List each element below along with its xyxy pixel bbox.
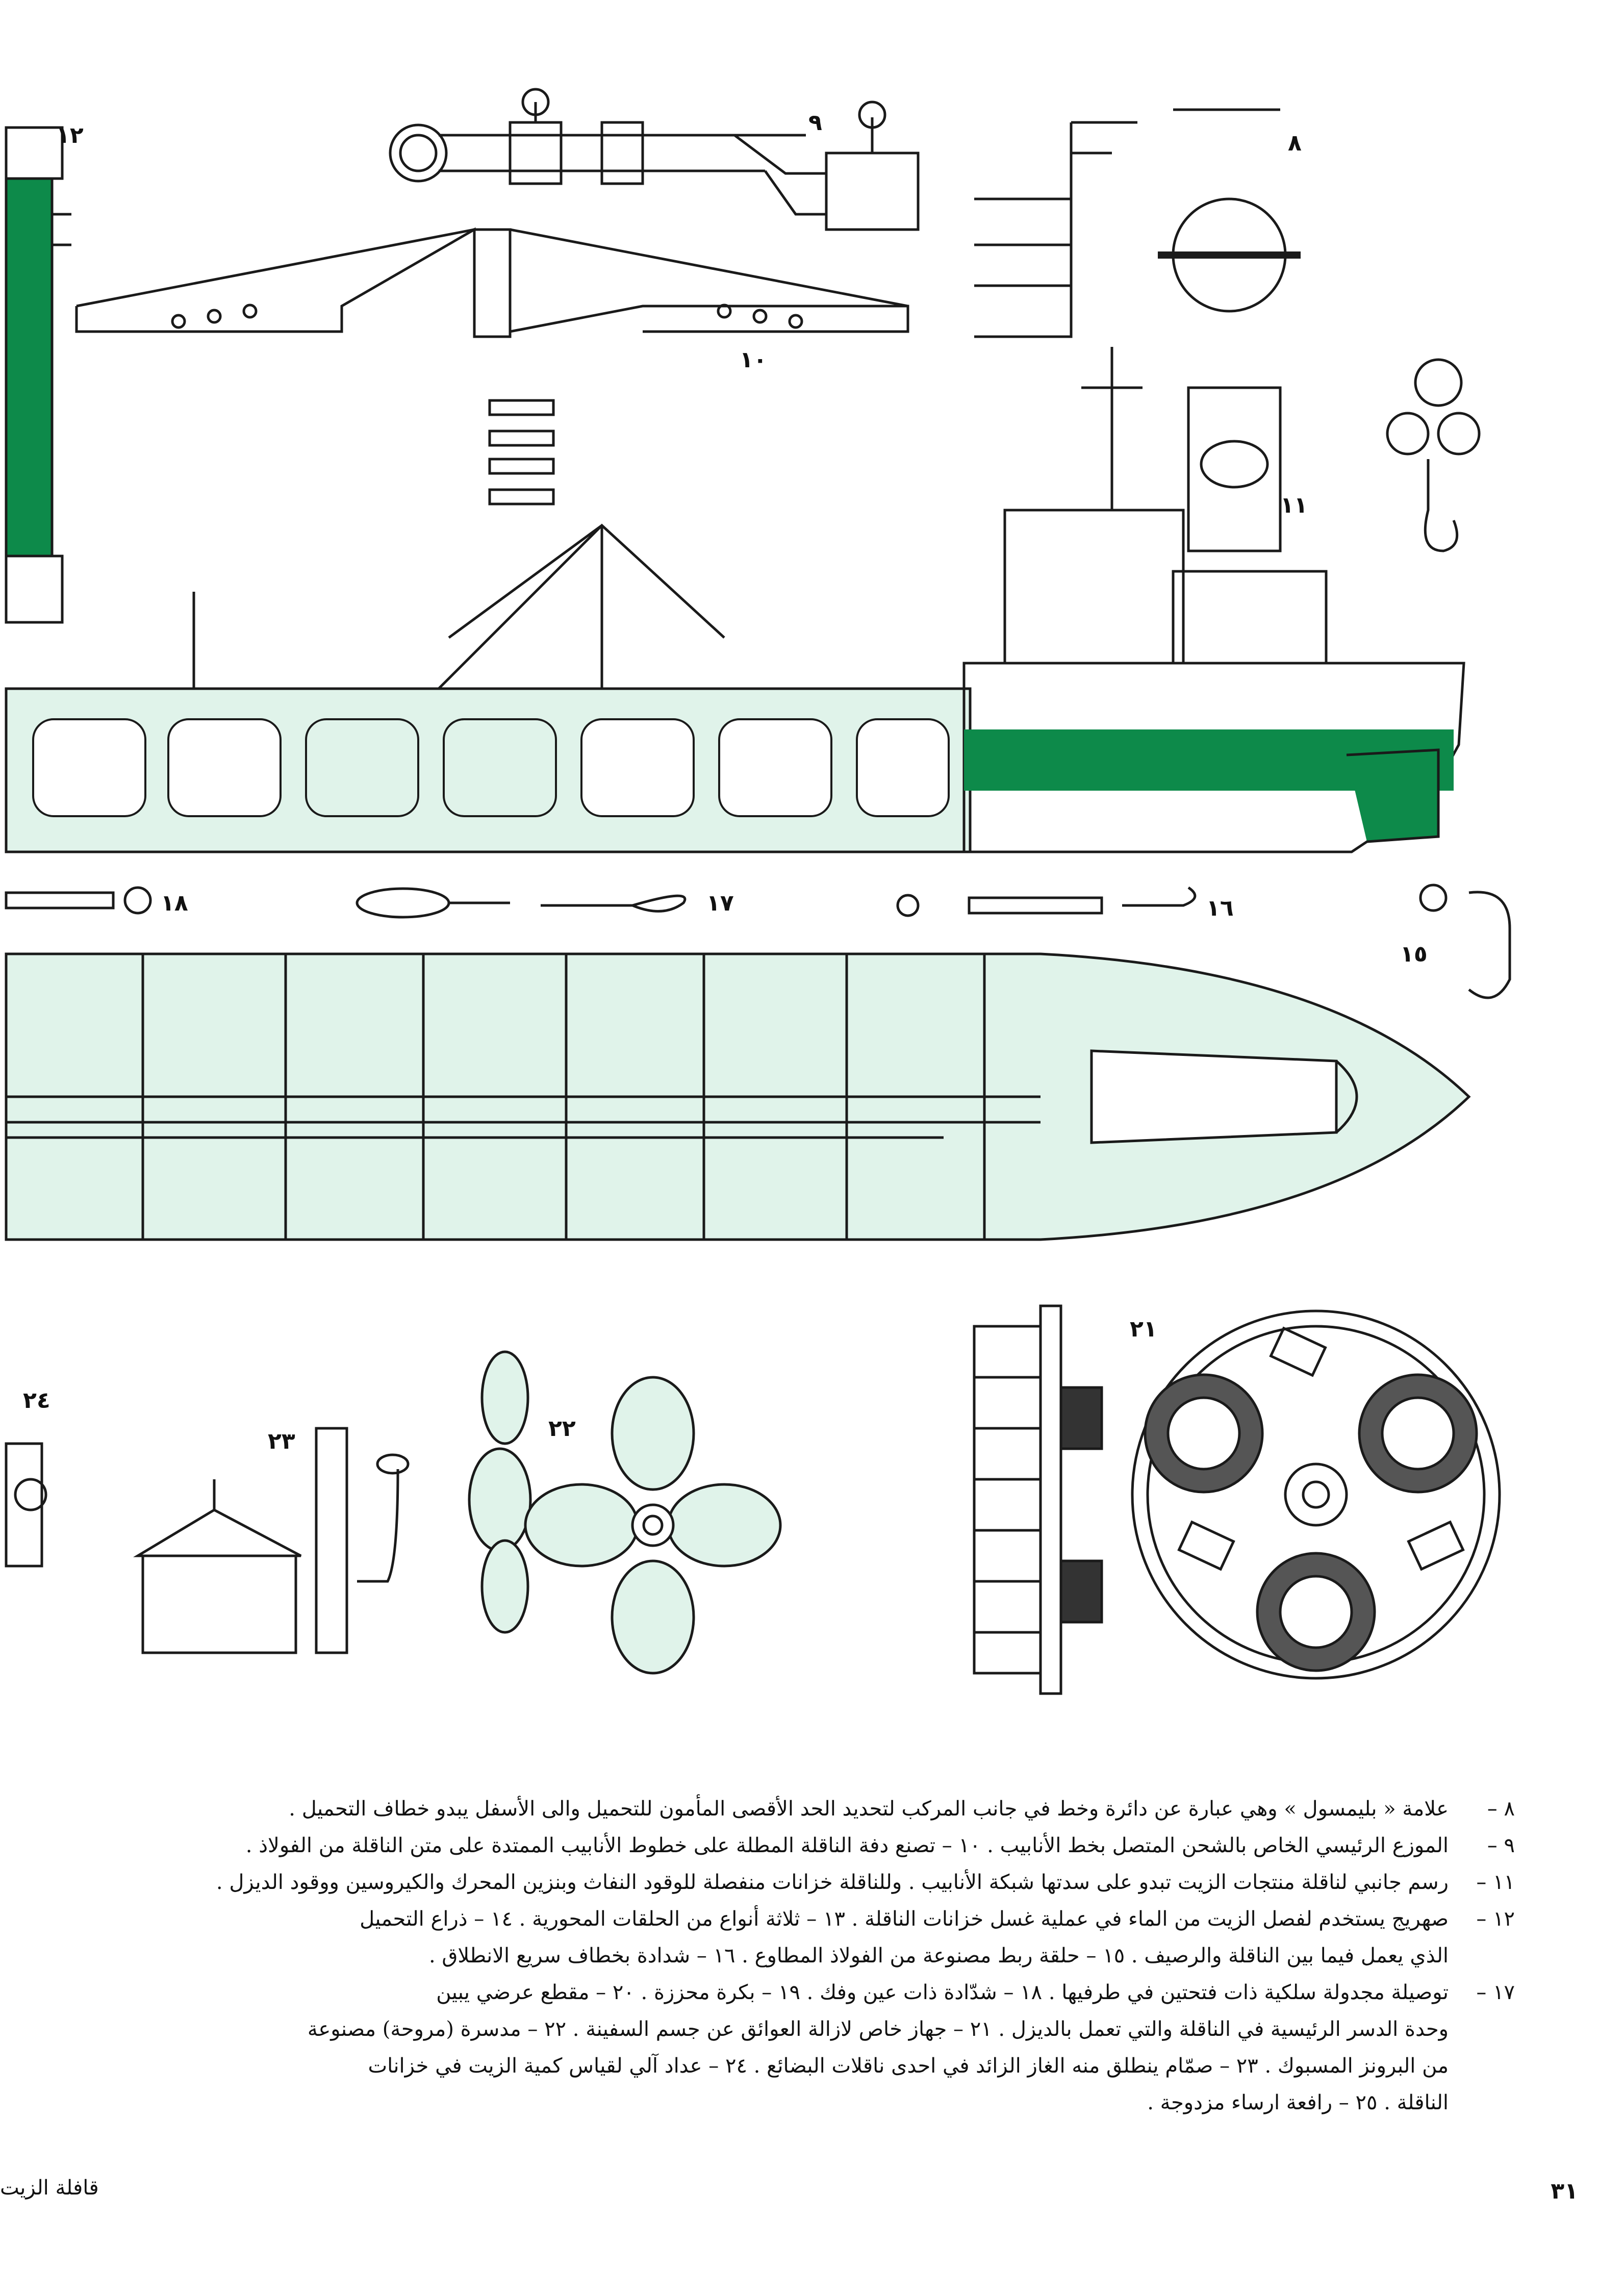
fig-label-12: ١٢ (56, 122, 84, 148)
caption-text: وحدة الدسر الرئيسية في الناقلة والتي تعم… (307, 2017, 1449, 2041)
caption-text: الذي يعمل فيما بين الناقلة والرصيف . ١٥ … (428, 1944, 1449, 1967)
fig9-manifold (389, 88, 920, 231)
magazine-name: قافلة الزيت (0, 2176, 99, 2200)
fig-label-22: ٢٢ (548, 1416, 576, 1442)
caption-text: توصيلة مجدولة سلكية ذات فتحتين في طرفيها… (436, 1981, 1449, 2004)
caption-number: ٩ – (1487, 1834, 1515, 1857)
fig14-deck-plan (5, 952, 1471, 1241)
caption-line: ١٧ – توصيلة مجدولة سلكية ذات فتحتين في طر… (36, 1974, 1515, 2011)
caption-line: من البرونز المسبوك . ٢٣ – صمّام ينطلق من… (36, 2048, 1515, 2084)
fig15-shackle (1419, 884, 1511, 999)
fig21-hull-cleaner-front (1131, 1309, 1501, 1680)
caption-number (1449, 2048, 1515, 2084)
fig-label-8: ٨ (1288, 130, 1302, 156)
caption-line: ٩ – الموزع الرئيسي الخاص بالشحن المتصل بخ… (36, 1827, 1515, 1864)
fig11-tanker-side-view (5, 347, 1465, 853)
figure-captions: ٨ – علامة « بليمسول » وهي عبارة عن دائرة … (36, 1790, 1515, 2121)
fig24-oil-meter (5, 1442, 47, 1568)
fig-label-24: ٢٤ (23, 1387, 50, 1414)
fig21-hull-cleaner-side (973, 1304, 1103, 1695)
fig8-plimsoll-mark (974, 108, 1301, 338)
caption-number: ٨ – (1487, 1797, 1515, 1821)
caption-number (1449, 2084, 1515, 2121)
caption-text: علامة « بليمسول » وهي عبارة عن دائرة وخط… (289, 1797, 1449, 1821)
caption-line: ١١ – رسم جانبي لناقلة منتجات الزيت تبدو ع… (36, 1864, 1515, 1901)
fig23-gas-valve (133, 1427, 410, 1654)
caption-line: الناقلة . ٢٥ – رافعة ارساء مزدوجة . (36, 2084, 1515, 2121)
fig-label-15: ١٥ (1400, 941, 1428, 967)
fig-label-9: ٩ (808, 110, 822, 136)
fig-label-10: ١٠ (740, 347, 767, 373)
fig13-swivel-rings (1386, 358, 1481, 552)
fig-label-11: ١١ (1280, 492, 1308, 518)
page-number: ٣١ (1551, 2178, 1578, 2204)
fig16-quick-release-hook (896, 886, 1197, 917)
caption-line: ٨ – علامة « بليمسول » وهي عبارة عن دائرة … (36, 1790, 1515, 1827)
caption-number (1449, 1937, 1515, 1974)
fig-label-17: ١٧ (706, 890, 734, 916)
caption-line: الذي يعمل فيما بين الناقلة والرصيف . ١٥ … (36, 1937, 1515, 1974)
caption-text: رسم جانبي لناقلة منتجات الزيت تبدو على س… (216, 1871, 1449, 1894)
fig-label-21: ٢١ (1130, 1316, 1157, 1342)
fig17-wire-splice (356, 887, 687, 919)
fig-label-16: ١٦ (1206, 895, 1234, 921)
caption-number (1449, 2011, 1515, 2048)
caption-number: ١٢ – (1476, 1907, 1515, 1931)
vent-boxes (488, 399, 555, 506)
fig-label-18: ١٨ (161, 890, 188, 916)
caption-text: الناقلة . ٢٥ – رافعة ارساء مزدوجة . (1147, 2091, 1449, 2114)
fig12-separator-tank (5, 126, 71, 624)
caption-number: ١١ – (1476, 1871, 1515, 1894)
caption-text: من البرونز المسبوك . ٢٣ – صمّام ينطلق من… (368, 2054, 1449, 2078)
fig10-gangway (75, 227, 909, 338)
fig18-turnbuckle (5, 886, 152, 915)
technical-drawings (5, 88, 1511, 1695)
caption-line: وحدة الدسر الرئيسية في الناقلة والتي تعم… (36, 2011, 1515, 2048)
caption-text: صهريج يستخدم لفصل الزيت من الماء في عملي… (360, 1907, 1449, 1931)
fig-label-23: ٢٣ (268, 1428, 295, 1454)
fig22-propeller (468, 1350, 782, 1675)
caption-line: ١٢ – صهريج يستخدم لفصل الزيت من الماء في … (36, 1901, 1515, 1937)
caption-text: الموزع الرئيسي الخاص بالشحن المتصل بخط ا… (245, 1834, 1449, 1857)
caption-number: ١٧ – (1476, 1981, 1515, 2004)
